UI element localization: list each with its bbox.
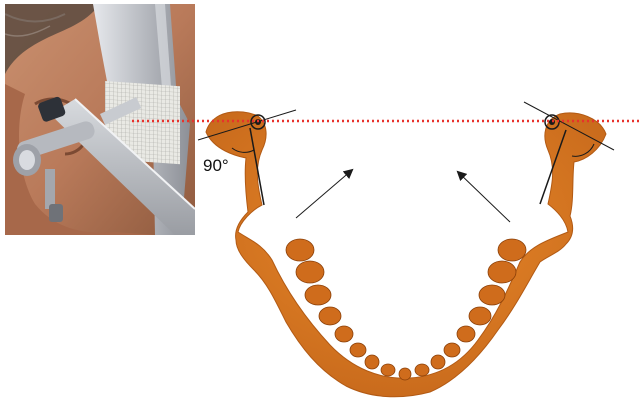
right-direction-arrow: [458, 172, 510, 222]
mandible-body: [206, 112, 606, 397]
angle-label: 90°: [203, 156, 229, 176]
left-direction-arrow: [296, 170, 352, 218]
